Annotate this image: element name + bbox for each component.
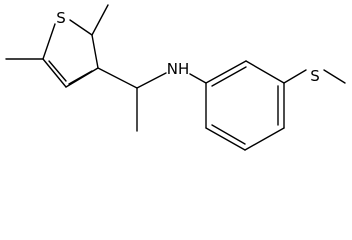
thioether-sulfur-label: S <box>310 67 320 85</box>
thiophene-bond-c3-c4 <box>65 67 99 88</box>
thiophene-double-c3-c4 <box>68 70 93 85</box>
bond-n-aryl <box>189 73 207 84</box>
benzene-bond-5 <box>205 127 246 151</box>
thiophene-bond-s-c2 <box>69 19 93 36</box>
amine-nh-label: NH <box>167 60 190 78</box>
benzene-bond-4 <box>244 127 285 151</box>
thiophene-double-c4-c5 <box>48 60 67 82</box>
bond-ch-n <box>136 72 167 89</box>
benzene-double-1 <box>211 66 247 87</box>
molecule-drawing: S NH S <box>5 4 346 151</box>
thiophene-sulfur-label: S <box>56 9 66 27</box>
thiophene-bond-c2-c3 <box>91 34 99 69</box>
benzene-bond-1 <box>205 60 247 84</box>
methyl-bond-c2 <box>91 4 109 36</box>
bond-s-methyl <box>323 69 346 84</box>
thiophene-bond-c5-s <box>42 23 56 60</box>
benzene-double-3 <box>211 124 246 145</box>
bond-aryl-s <box>283 69 307 84</box>
structure-canvas: S NH S <box>5 4 346 151</box>
benzene-bond-2 <box>245 60 285 84</box>
thiophene-bond-c4-c5 <box>42 58 67 88</box>
bond-c3-ch <box>97 67 138 89</box>
bond-layer <box>5 4 346 151</box>
